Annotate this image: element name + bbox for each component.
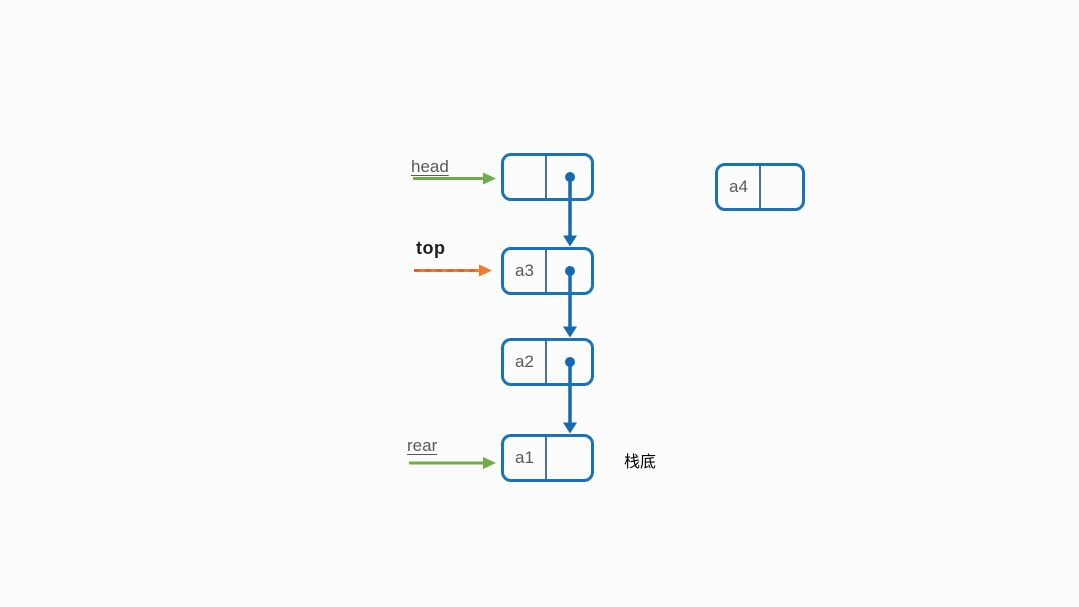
- rear-pointer-label: rear: [407, 436, 438, 455]
- node-a4: a4: [715, 163, 805, 211]
- node-divider: [545, 341, 547, 383]
- stack-bottom-label: 栈底: [624, 454, 657, 471]
- node-divider: [545, 156, 547, 198]
- node-head: [501, 153, 594, 201]
- node-divider: [545, 250, 547, 292]
- node-divider: [759, 166, 761, 208]
- node-value: a3: [515, 261, 534, 280]
- node-a3: a3: [501, 247, 594, 295]
- top-arrow: [414, 264, 492, 277]
- node-value: a1: [515, 448, 534, 467]
- node-a2: a2: [501, 338, 594, 386]
- top-pointer-label: top: [416, 238, 446, 258]
- node-a1: a1: [501, 434, 594, 482]
- node-value: a4: [729, 177, 748, 196]
- node-divider: [545, 437, 547, 479]
- node-value: a2: [515, 352, 534, 371]
- rear-arrow: [409, 457, 496, 469]
- head-pointer-label: head: [411, 157, 449, 176]
- node-value: [504, 156, 545, 198]
